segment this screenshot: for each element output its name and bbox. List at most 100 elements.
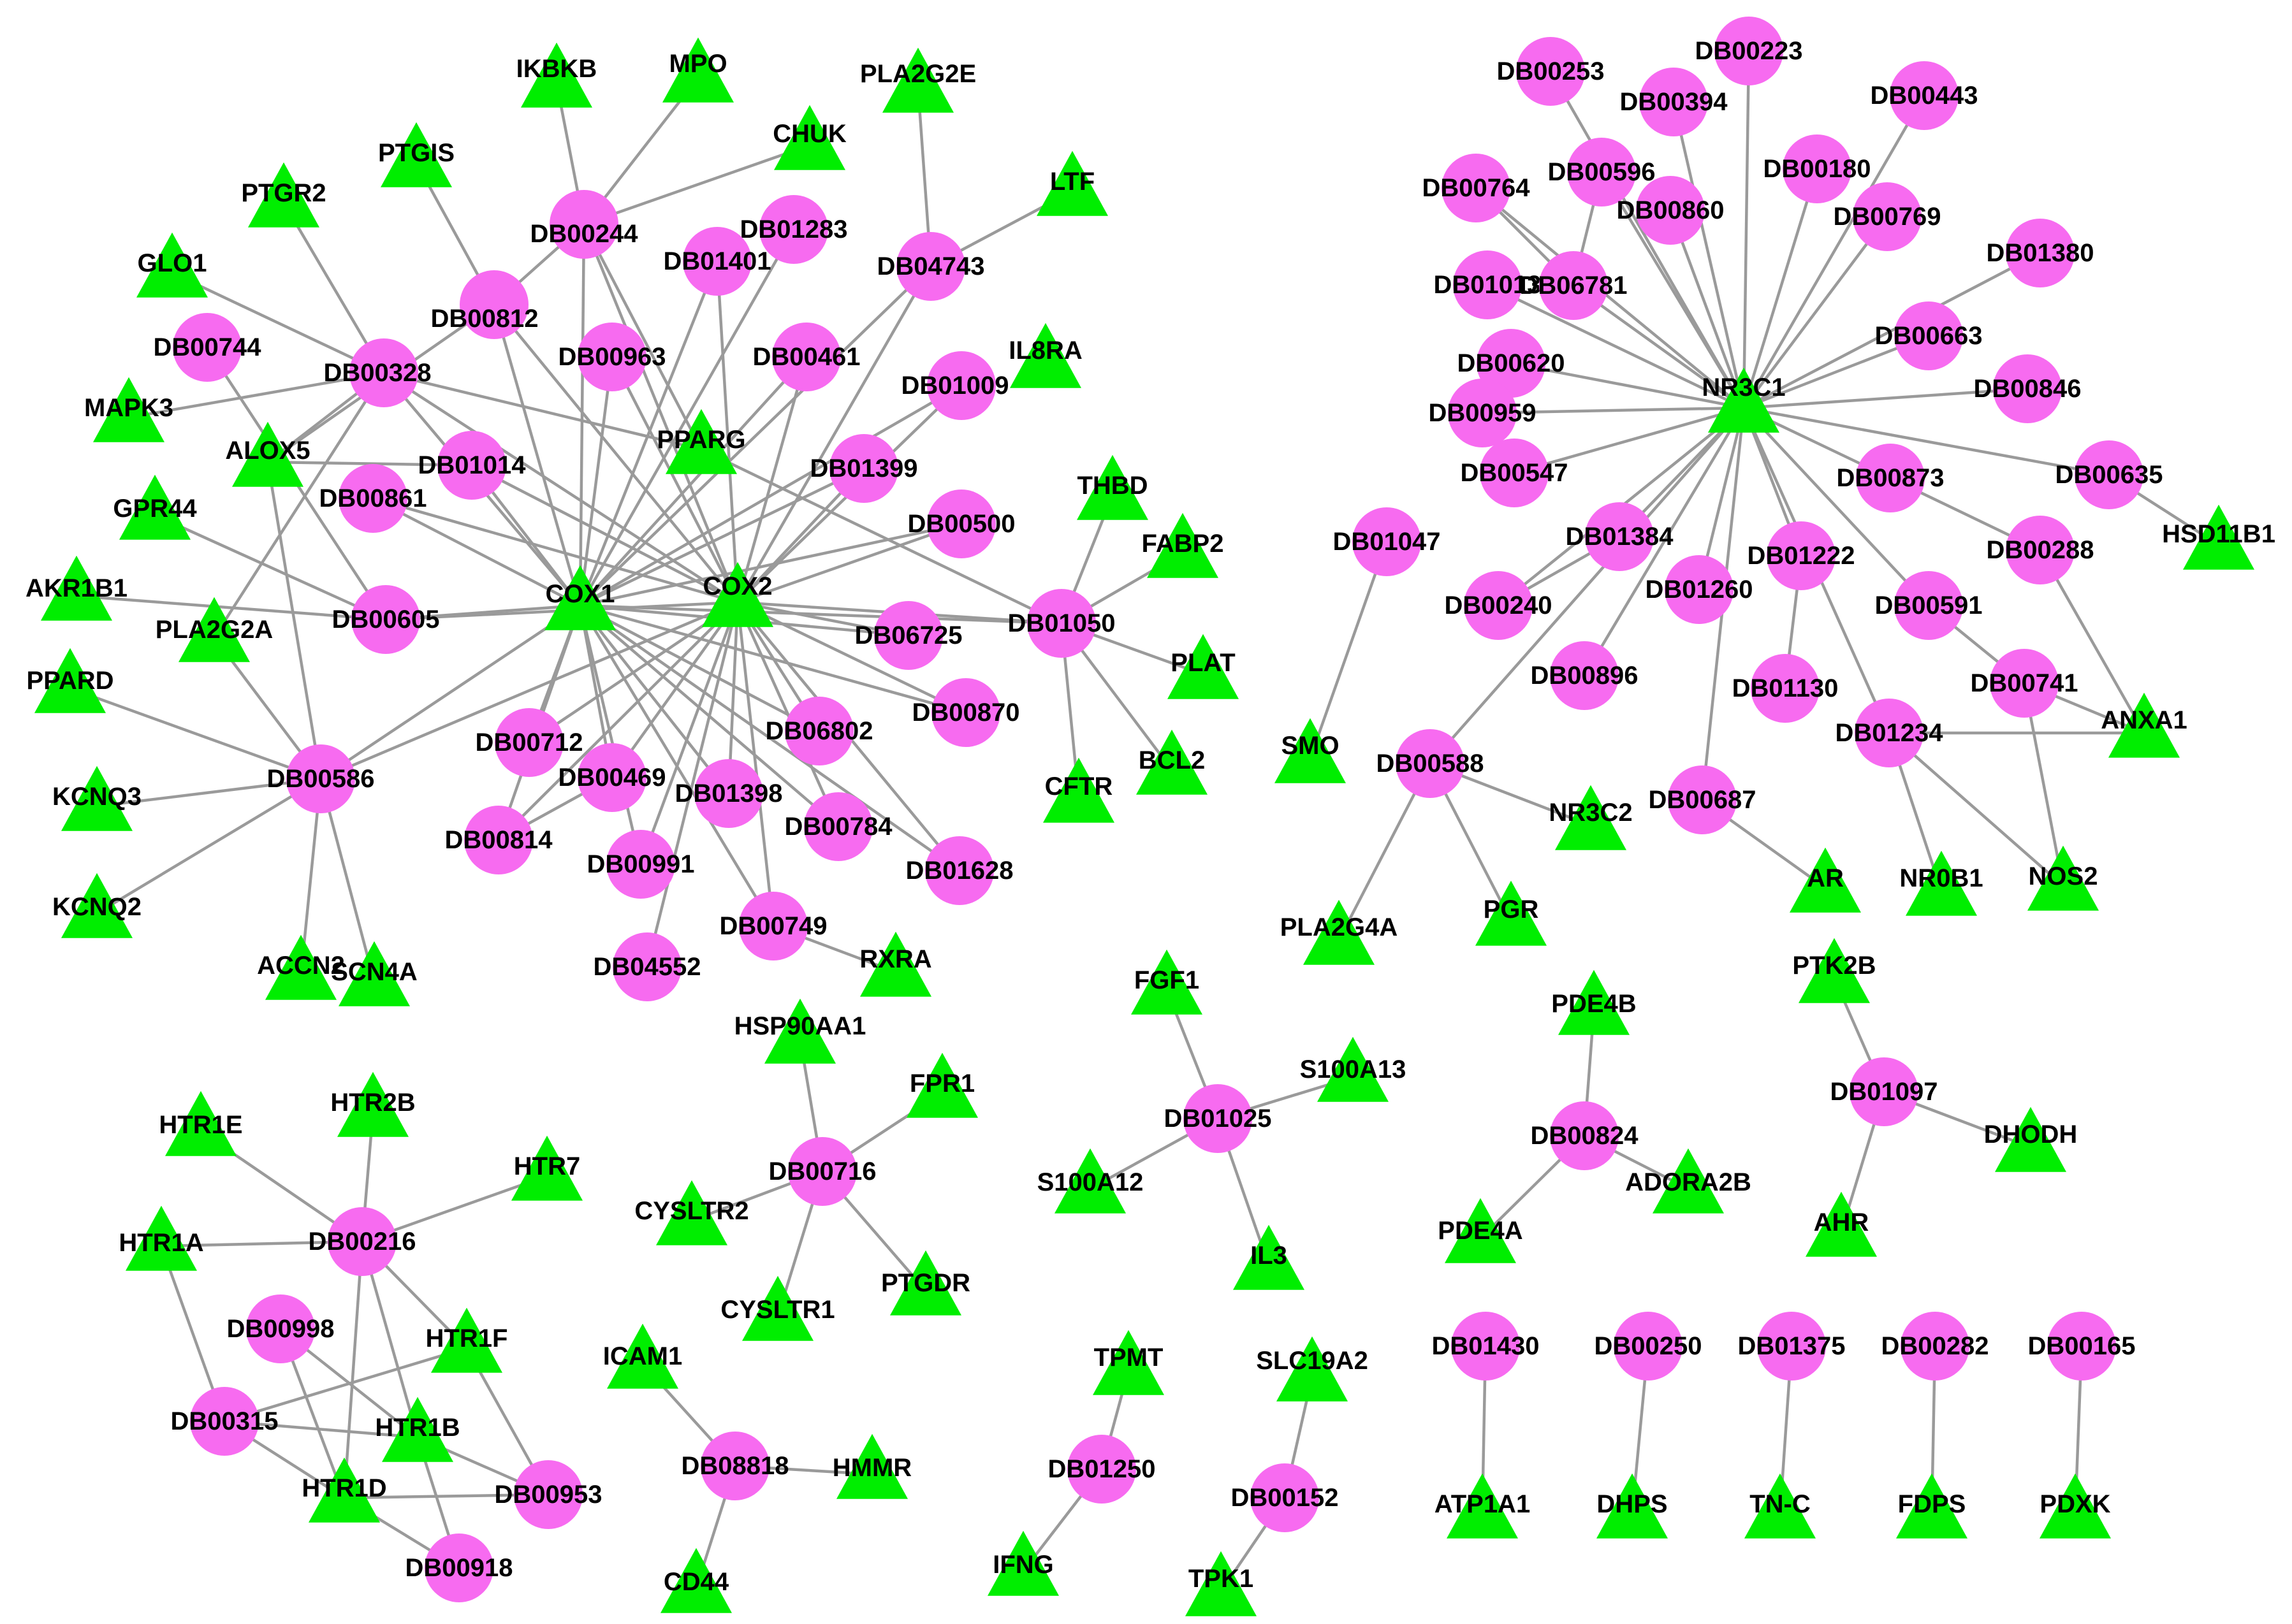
target-node-pparg[interactable]: PPARG [657,409,746,474]
drug-node-db00328[interactable]: DB00328 [323,338,432,407]
target-node-icam1[interactable]: ICAM1 [603,1323,682,1389]
drug-node-db00591[interactable]: DB00591 [1874,571,1983,640]
drug-node-db00873[interactable]: DB00873 [1836,444,1945,512]
drug-node-db01234[interactable]: DB01234 [1835,699,1943,767]
target-node-adora2b[interactable]: ADORA2B [1625,1148,1751,1214]
drug-node-db00741[interactable]: DB00741 [1970,649,2078,718]
drug-node-db01283[interactable]: DB01283 [740,195,848,264]
drug-node-db06725[interactable]: DB06725 [854,601,963,670]
target-node-gpr44[interactable]: GPR44 [113,474,197,540]
target-node-ptgr2[interactable]: PTGR2 [241,162,326,228]
target-node-pla2g2e[interactable]: PLA2G2E [860,47,976,113]
drug-node-db01398[interactable]: DB01398 [675,759,783,828]
drug-node-db00812[interactable]: DB00812 [430,270,539,339]
target-node-alox5[interactable]: ALOX5 [225,421,310,487]
target-node-nr3c2[interactable]: NR3C2 [1549,785,1633,850]
target-node-anxa1[interactable]: ANXA1 [2101,692,2187,758]
drug-node-db00250[interactable]: DB00250 [1594,1312,1702,1381]
target-node-cox1[interactable]: COX1 [544,565,616,630]
target-node-nr0b1[interactable]: NR0B1 [1899,850,1983,916]
drug-node-db01430[interactable]: DB01430 [1431,1312,1540,1381]
target-node-fdps[interactable]: FDPS [1896,1473,1967,1539]
drug-node-db00620[interactable]: DB00620 [1457,329,1565,398]
drug-node-db00461[interactable]: DB00461 [752,323,861,391]
drug-node-db00152[interactable]: DB00152 [1230,1463,1339,1532]
target-node-pde4b[interactable]: PDE4B [1551,969,1637,1035]
drug-node-db01399[interactable]: DB01399 [810,434,918,503]
target-node-chuk[interactable]: CHUK [773,105,847,170]
target-node-pla2g4a[interactable]: PLA2G4A [1280,899,1398,965]
drug-node-db00846[interactable]: DB00846 [1973,354,2082,423]
drug-node-db00959[interactable]: DB00959 [1428,379,1537,447]
target-node-glo1[interactable]: GLO1 [136,232,208,298]
drug-node-db00180[interactable]: DB00180 [1763,134,1871,203]
target-node-htr1b[interactable]: HTR1B [375,1396,460,1462]
target-node-mapk3[interactable]: MAPK3 [84,377,173,442]
drug-node-db06802[interactable]: DB06802 [765,697,873,765]
drug-node-db00282[interactable]: DB00282 [1881,1312,1989,1381]
target-node-ifng[interactable]: IFNG [988,1530,1059,1596]
target-node-thbd[interactable]: THBD [1077,454,1148,520]
target-node-accn2[interactable]: ACCN2 [257,934,345,1000]
target-node-nos2[interactable]: NOS2 [2027,845,2099,911]
drug-node-db00963[interactable]: DB00963 [558,323,666,391]
target-node-hsp90aa1[interactable]: HSP90AA1 [734,998,866,1064]
drug-node-db00860[interactable]: DB00860 [1616,176,1725,245]
drug-node-db00918[interactable]: DB00918 [405,1533,513,1602]
drug-node-db01250[interactable]: DB01250 [1047,1435,1156,1504]
drug-node-db01009[interactable]: DB01009 [901,351,1009,420]
drug-node-db00469[interactable]: DB00469 [558,743,666,812]
drug-node-db00588[interactable]: DB00588 [1376,729,1484,798]
target-node-hsd11b1[interactable]: HSD11B1 [2162,504,2275,570]
target-node-ptk2b[interactable]: PTK2B [1792,938,1876,1003]
drug-node-db00394[interactable]: DB00394 [1619,68,1728,136]
drug-node-db00749[interactable]: DB00749 [719,892,828,961]
drug-node-db00712[interactable]: DB00712 [475,708,583,777]
drug-node-db00216[interactable]: DB00216 [308,1207,416,1276]
target-node-fgf1[interactable]: FGF1 [1131,949,1202,1015]
drug-node-db00744[interactable]: DB00744 [153,313,261,382]
target-node-ltf[interactable]: LTF [1037,150,1108,216]
target-node-smo[interactable]: SMO [1274,718,1346,783]
target-node-scn4a[interactable]: SCN4A [331,941,418,1006]
drug-node-db00443[interactable]: DB00443 [1870,61,1978,130]
drug-node-db00165[interactable]: DB00165 [2027,1312,2136,1381]
drug-node-db00687[interactable]: DB00687 [1648,765,1756,834]
drug-node-db00500[interactable]: DB00500 [907,489,1016,558]
target-node-htr1f[interactable]: HTR1F [426,1307,508,1373]
drug-node-db01628[interactable]: DB01628 [905,836,1014,905]
drug-node-db00824[interactable]: DB00824 [1530,1101,1639,1170]
drug-node-db01222[interactable]: DB01222 [1747,521,1855,590]
drug-node-db00784[interactable]: DB00784 [784,792,893,861]
drug-node-db01380[interactable]: DB01380 [1986,219,2094,287]
target-node-s100a12[interactable]: S100A12 [1037,1148,1144,1214]
target-node-mpo[interactable]: MPO [662,37,734,103]
drug-node-db00223[interactable]: DB00223 [1695,17,1803,85]
drug-node-db00861[interactable]: DB00861 [319,464,427,533]
drug-node-db00764[interactable]: DB00764 [1422,154,1530,222]
target-node-bcl2[interactable]: BCL2 [1136,729,1208,795]
drug-node-db00896[interactable]: DB00896 [1530,641,1639,710]
drug-node-db00991[interactable]: DB00991 [587,830,695,899]
target-node-ptgis[interactable]: PTGIS [378,122,455,187]
target-node-kcnq3[interactable]: KCNQ3 [52,765,142,831]
target-node-fpr1[interactable]: FPR1 [907,1052,978,1118]
target-node-il3[interactable]: IL3 [1233,1224,1304,1290]
drug-node-db01025[interactable]: DB01025 [1164,1084,1272,1153]
target-node-htr1a[interactable]: HTR1A [119,1205,204,1271]
drug-node-db04552[interactable]: DB04552 [593,932,701,1001]
drug-node-db04743[interactable]: DB04743 [877,232,985,301]
target-node-s100a13[interactable]: S100A13 [1300,1036,1406,1102]
drug-node-db00240[interactable]: DB00240 [1444,571,1552,640]
target-node-kcnq2[interactable]: KCNQ2 [52,873,142,938]
drug-node-db00635[interactable]: DB00635 [2055,440,2163,509]
drug-node-db01013[interactable]: DB01013 [1433,250,1542,319]
drug-node-db00244[interactable]: DB00244 [530,190,638,259]
drug-node-db00596[interactable]: DB00596 [1547,138,1656,207]
target-node-pdxk[interactable]: PDXK [2040,1473,2111,1539]
drug-node-db06781[interactable]: DB06781 [1519,251,1628,320]
target-node-ppard[interactable]: PPARD [26,648,114,713]
target-node-htr2b[interactable]: HTR2B [330,1071,416,1137]
target-node-nr3c1[interactable]: NR3C1 [1702,367,1786,433]
target-node-htr1e[interactable]: HTR1E [159,1091,243,1156]
